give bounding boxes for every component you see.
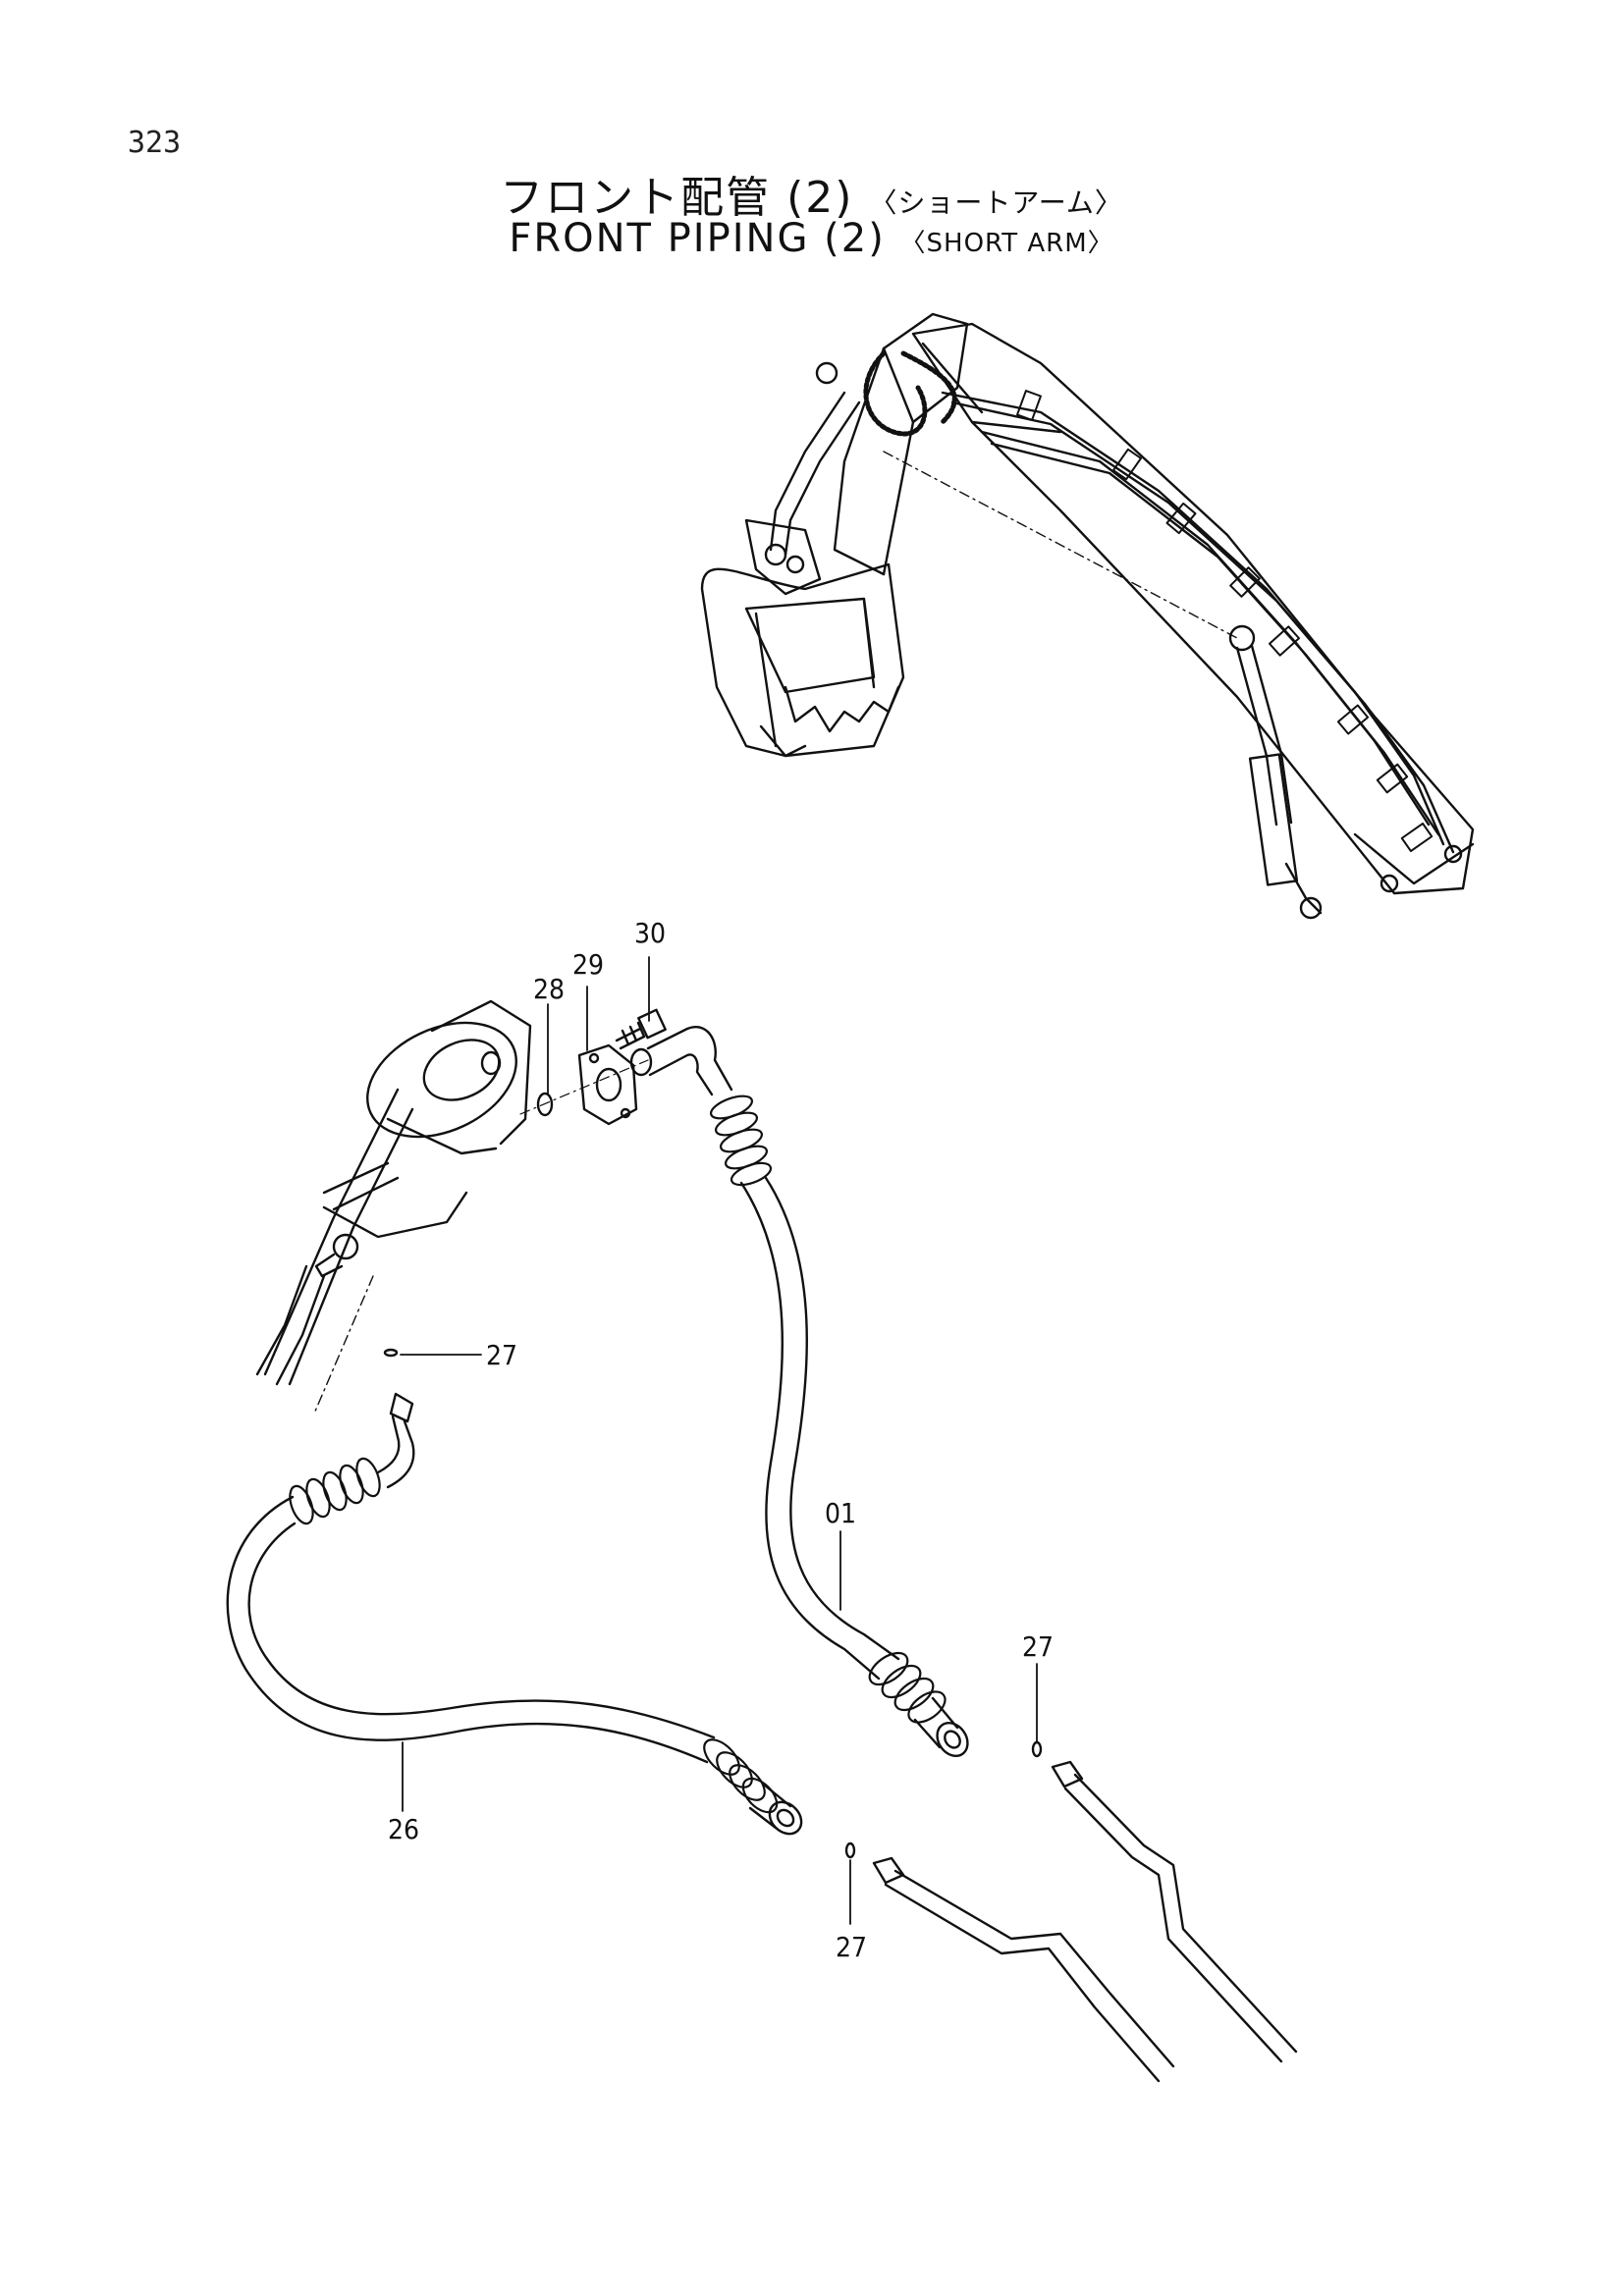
- o-ring-27-bottom: [844, 1842, 856, 1859]
- callout-30: 30: [634, 917, 666, 949]
- title-en-sub: 〈SHORT ARM〉: [899, 229, 1114, 258]
- title-english: FRONT PIPING (2) 〈SHORT ARM〉: [0, 216, 1623, 261]
- o-ring-27-right: [1031, 1740, 1043, 1758]
- hose-01: [629, 1026, 969, 1757]
- callout-27-bottom: 27: [836, 1931, 867, 1963]
- title-jp-main: フロント配管 (2): [500, 173, 854, 223]
- rigid-pipes: [844, 1740, 1298, 2083]
- callout-28: 28: [533, 973, 565, 1005]
- o-ring-28: [536, 1092, 554, 1117]
- bolt-30: [615, 1008, 667, 1050]
- callout-27-top: 27: [486, 1339, 517, 1371]
- title-jp-sub: 〈ショートアーム〉: [869, 187, 1123, 219]
- callout-leaders: [400, 956, 1038, 1925]
- split-flange-29: [577, 1043, 638, 1126]
- title-japanese: フロント配管 (2) 〈ショートアーム〉: [0, 162, 1623, 225]
- title-en-main: FRONT PIPING (2): [509, 216, 886, 261]
- flange-parts: [519, 1008, 667, 1126]
- callout-labels: 30 29 28 27 01 27 26 27: [388, 917, 1054, 1963]
- hose-26: [226, 1392, 803, 1836]
- callout-26: 26: [388, 1813, 419, 1845]
- callout-01: 01: [825, 1497, 856, 1529]
- callout-29: 29: [572, 948, 604, 981]
- cylinder-head: [255, 999, 532, 1415]
- page-number: 323: [128, 126, 182, 160]
- excavator-front-overview: [700, 312, 1475, 920]
- callout-27-right: 27: [1022, 1630, 1054, 1663]
